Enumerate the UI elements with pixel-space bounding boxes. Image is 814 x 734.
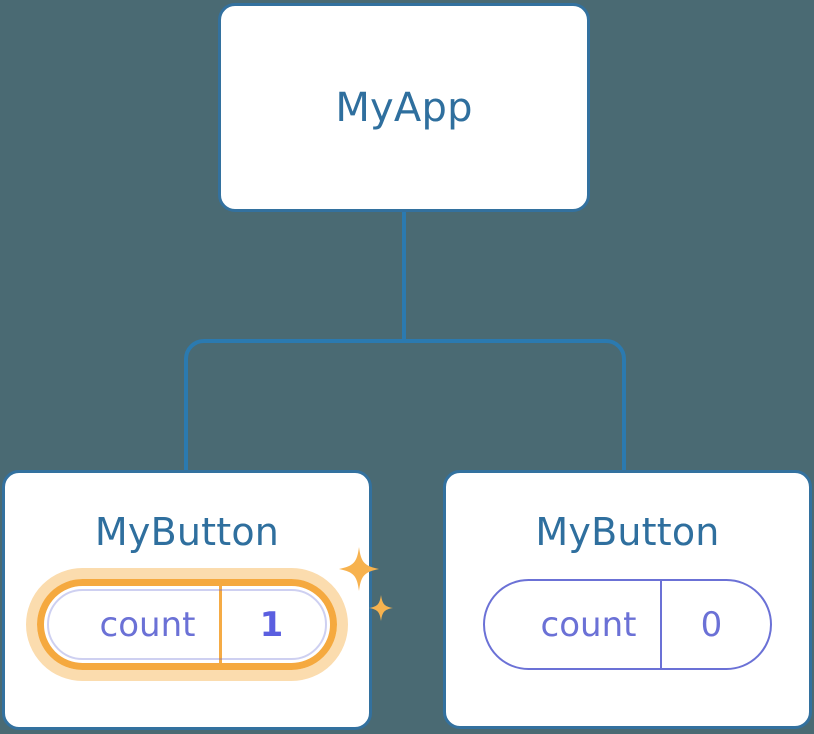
sparkle-icon xyxy=(339,547,394,621)
highlight-glow xyxy=(25,568,349,681)
pill-divider xyxy=(660,581,663,668)
node-mybutton-right[interactable]: MyButton count 0 xyxy=(443,470,812,729)
node-title: MyButton xyxy=(94,510,280,554)
node-mybutton-left[interactable]: MyButton count 1 xyxy=(2,470,394,730)
state-pill-highlighted[interactable]: count 1 xyxy=(25,547,394,681)
node-myapp[interactable]: MyApp xyxy=(218,3,590,212)
edge-branch-bar xyxy=(184,339,626,474)
state-value: 0 xyxy=(700,604,723,645)
node-title: MyApp xyxy=(335,84,473,131)
state-pill[interactable]: count 0 xyxy=(482,579,773,670)
state-pill-normal[interactable]: count 0 xyxy=(482,579,773,670)
state-value: 1 xyxy=(259,604,284,645)
state-key: count xyxy=(540,604,637,645)
node-title: MyButton xyxy=(535,510,720,554)
state-key: count xyxy=(99,604,196,645)
state-pill[interactable]: count 1 xyxy=(36,579,338,670)
pill-divider xyxy=(219,586,223,663)
